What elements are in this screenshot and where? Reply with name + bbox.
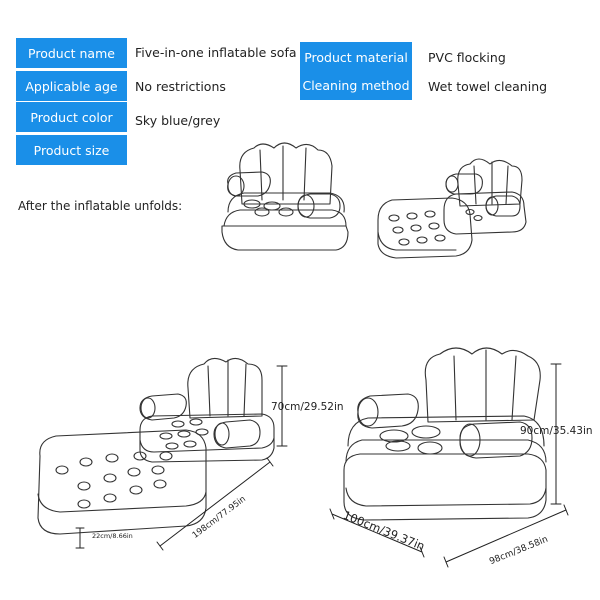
- spec-label-applicable-age: Applicable age: [16, 71, 127, 101]
- spec-label-product-name: Product name: [16, 38, 127, 68]
- dim-bed-height: 22cm/8.66in: [92, 532, 133, 540]
- dim-chair-width: 100cm/39.37in: [341, 508, 427, 553]
- spec-label-product-size: Product size: [16, 135, 127, 165]
- unfold-note: After the inflatable unfolds:: [18, 199, 183, 213]
- dimension-lines: [75, 363, 569, 568]
- sofa-chair-small-illustration: [221, 142, 349, 251]
- spec-label-product-color: Product color: [16, 102, 127, 132]
- sofa-chair-large-illustration: [343, 347, 547, 521]
- spec-value-applicable-age: No restrictions: [135, 79, 226, 94]
- sofa-partly-unfolded-illustration: [377, 158, 527, 259]
- spec-label-product-material: Product material: [300, 42, 412, 72]
- sofa-bed-illustration: [37, 357, 275, 535]
- dim-back-height: 70cm/29.52in: [271, 401, 344, 413]
- spec-label-cleaning-method: Cleaning method: [300, 70, 412, 100]
- dim-chair-height: 90cm/35.43in: [520, 425, 593, 437]
- spec-value-product-name: Five-in-one inflatable sofa: [135, 45, 297, 60]
- spec-value-product-material: PVC flocking: [428, 50, 506, 65]
- spec-value-product-color: Sky blue/grey: [135, 113, 221, 128]
- spec-value-cleaning-method: Wet towel cleaning: [428, 79, 548, 94]
